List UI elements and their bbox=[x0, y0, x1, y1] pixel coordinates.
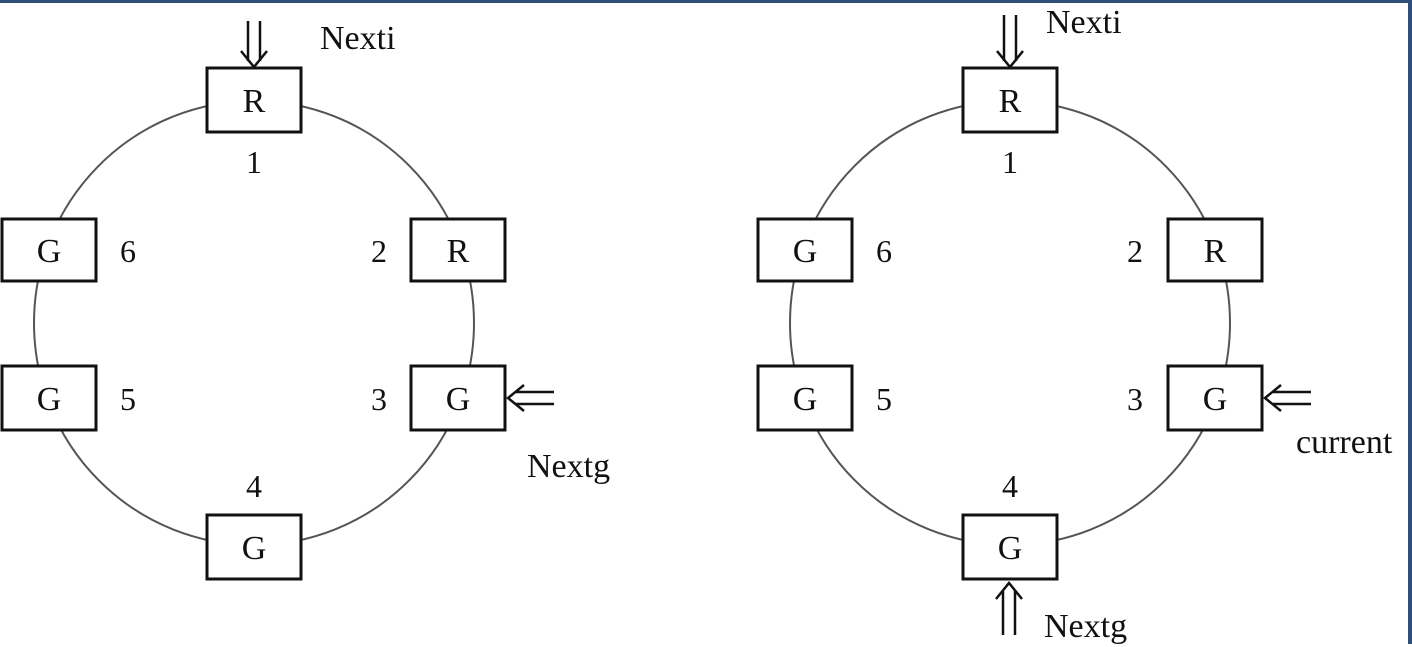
right-node-3: G 3 bbox=[1127, 364, 1264, 432]
ring-diagrams-svg: R 1 R 2 G 3 G 4 bbox=[0, 4, 1393, 645]
left-node-4-number: 4 bbox=[246, 468, 262, 504]
left-node-3-label: G bbox=[446, 381, 471, 418]
left-node-4: G 4 bbox=[205, 468, 303, 581]
right-node-2-number: 2 bbox=[1127, 233, 1143, 269]
left-ring-diagram: R 1 R 2 G 3 G 4 bbox=[0, 20, 610, 581]
right-node-4-box bbox=[961, 513, 1059, 581]
right-nexti-label: Nexti bbox=[1046, 4, 1122, 41]
right-node-3-label: G bbox=[1203, 381, 1228, 418]
left-node-6-box bbox=[0, 217, 98, 283]
left-node-5-box bbox=[0, 364, 98, 432]
right-node-4: G 4 bbox=[961, 468, 1059, 581]
left-nextg-label: Nextg bbox=[527, 448, 610, 485]
left-node-6: G 6 bbox=[0, 217, 136, 283]
right-nextg-label: Nextg bbox=[1044, 608, 1127, 645]
left-node-2-number: 2 bbox=[371, 233, 387, 269]
right-node-5-label: G bbox=[793, 381, 818, 418]
left-node-1-number: 1 bbox=[246, 144, 262, 180]
left-node-4-label: G bbox=[242, 530, 267, 567]
right-node-5: G 5 bbox=[756, 364, 892, 432]
left-node-5-number: 5 bbox=[120, 381, 136, 417]
right-node-1-number: 1 bbox=[1002, 144, 1018, 180]
right-node-4-label: G bbox=[998, 530, 1023, 567]
right-node-6-label: G bbox=[793, 233, 818, 270]
left-node-1-label: R bbox=[243, 83, 266, 120]
double-arrow-left-icon bbox=[1263, 384, 1311, 412]
right-current-pointer: current bbox=[1263, 384, 1393, 461]
left-node-3-box bbox=[409, 364, 507, 432]
right-node-2: R 2 bbox=[1127, 217, 1264, 283]
left-nexti-label: Nexti bbox=[320, 20, 396, 57]
double-arrow-left-icon bbox=[506, 384, 554, 412]
right-current-label: current bbox=[1296, 424, 1393, 461]
left-node-1: R 1 bbox=[205, 66, 303, 180]
left-nextg-pointer: Nextg bbox=[506, 384, 610, 485]
right-node-4-number: 4 bbox=[1002, 468, 1018, 504]
left-node-2-label: R bbox=[447, 233, 470, 270]
left-nexti-pointer: Nexti bbox=[240, 20, 396, 69]
left-node-2: R 2 bbox=[371, 217, 507, 283]
left-node-5: G 5 bbox=[0, 364, 136, 432]
right-node-5-box bbox=[756, 364, 854, 432]
left-node-6-number: 6 bbox=[120, 233, 136, 269]
double-arrow-down-icon bbox=[996, 15, 1024, 69]
right-node-1: R 1 bbox=[961, 66, 1059, 180]
right-node-6-box bbox=[756, 217, 854, 283]
right-node-6-number: 6 bbox=[876, 233, 892, 269]
right-ring-diagram: R 1 R 2 G 3 G 4 bbox=[756, 4, 1393, 645]
left-node-3-number: 3 bbox=[371, 381, 387, 417]
double-arrow-down-icon bbox=[240, 21, 268, 69]
right-node-2-label: R bbox=[1204, 233, 1227, 270]
right-nexti-pointer: Nexti bbox=[996, 4, 1122, 69]
left-node-2-box bbox=[409, 217, 507, 283]
left-node-5-label: G bbox=[37, 381, 62, 418]
right-node-2-box bbox=[1166, 217, 1264, 283]
right-node-5-number: 5 bbox=[876, 381, 892, 417]
right-node-6: G 6 bbox=[756, 217, 892, 283]
left-node-4-box bbox=[205, 513, 303, 581]
left-node-6-label: G bbox=[37, 233, 62, 270]
right-node-1-label: R bbox=[999, 83, 1022, 120]
left-node-3: G 3 bbox=[371, 364, 507, 432]
right-node-3-number: 3 bbox=[1127, 381, 1143, 417]
right-nextg-pointer: Nextg bbox=[995, 581, 1127, 645]
double-arrow-up-icon bbox=[995, 581, 1023, 635]
right-node-3-box bbox=[1166, 364, 1264, 432]
